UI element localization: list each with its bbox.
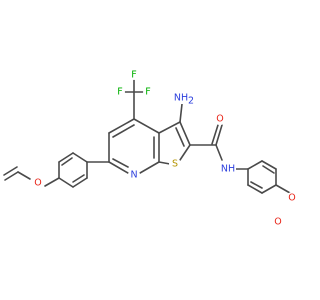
atom-label-bg	[220, 163, 236, 175]
atom-label-bg	[32, 177, 44, 189]
bond	[250, 181, 263, 189]
bond	[58, 177, 74, 188]
bond	[112, 124, 135, 138]
ester-oxygen-atom: O	[274, 217, 281, 228]
bond	[179, 144, 191, 161]
bond	[72, 174, 85, 183]
bond	[3, 166, 18, 176]
bond	[108, 118, 135, 134]
ether-oxygen-atom: O	[34, 178, 41, 189]
bond	[262, 165, 275, 174]
fluorine-atom-left: F	[117, 87, 122, 98]
bond	[158, 161, 171, 165]
atom-label-bg	[272, 216, 284, 228]
bond	[108, 161, 129, 174]
bond	[175, 127, 185, 147]
amide-nh-label: NH	[221, 164, 235, 175]
thiophene-sulfur-atom: S	[172, 159, 178, 170]
bond	[133, 118, 160, 134]
bond	[261, 184, 277, 194]
atom-label-bg	[169, 158, 181, 170]
bond	[58, 152, 74, 163]
amino-group-label: NH	[174, 93, 188, 104]
amide-oxygen-atom: O	[216, 114, 223, 125]
atom-label-bg	[286, 192, 298, 204]
bond	[247, 160, 263, 170]
bond	[72, 152, 88, 163]
atom-label-bg	[174, 92, 192, 104]
bond	[275, 184, 291, 194]
bond	[179, 121, 191, 146]
bond	[44, 177, 60, 187]
bond	[211, 124, 219, 145]
fluorine-atom-top: F	[131, 70, 136, 81]
fluorine-atom-right: F	[145, 87, 150, 98]
atom-label-bg	[115, 87, 125, 97]
amino-group-subscript: 2	[188, 96, 194, 107]
bond	[158, 121, 181, 134]
pyridine-nitrogen-atom: N	[130, 170, 137, 181]
atom-label-bg	[129, 70, 139, 80]
atom-label-bg	[128, 169, 140, 181]
bond	[17, 171, 31, 180]
bond-layer	[3, 79, 291, 194]
bond	[139, 161, 160, 174]
bond	[215, 124, 223, 146]
bond	[179, 103, 183, 123]
bond	[112, 158, 129, 168]
bond	[4, 171, 19, 181]
bond	[72, 177, 88, 188]
bond	[247, 184, 263, 194]
ester-carbonyl-oxygen-atom: O	[288, 193, 295, 204]
bond	[61, 157, 73, 166]
molecule-structure-diagram: F F F NH 2 N S O NH O O O	[3, 69, 298, 228]
bond	[215, 144, 223, 161]
bond	[261, 160, 277, 170]
atom-label-bg	[143, 87, 153, 97]
atom-label-bg	[214, 113, 226, 125]
atom-label-layer: F F F NH 2 N S O NH O O O	[32, 70, 298, 228]
